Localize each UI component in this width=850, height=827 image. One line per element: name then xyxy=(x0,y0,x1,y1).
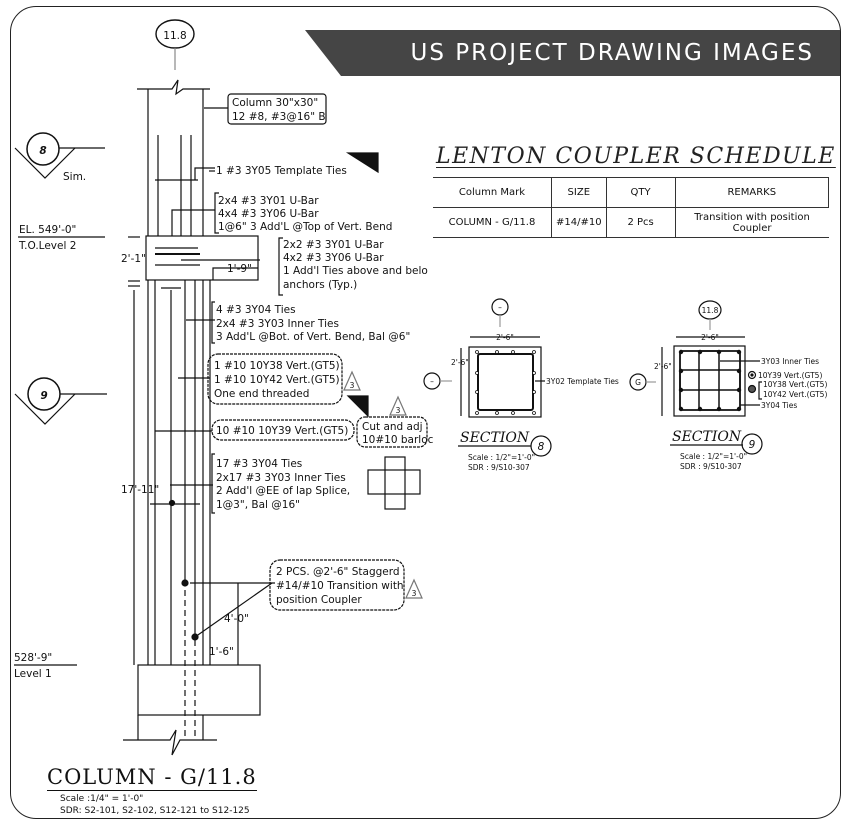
svg-text:T.O.Level 2: T.O.Level 2 xyxy=(18,240,76,252)
svg-text:8: 8 xyxy=(538,441,545,453)
elevation-title: COLUMN - G/11.8 xyxy=(47,765,257,791)
header-cell: SIZE xyxy=(551,177,607,208)
svg-text:10Y42 Vert.(GT5): 10Y42 Vert.(GT5) xyxy=(763,390,827,399)
svg-text:1 Add'l Ties above and belo: 1 Add'l Ties above and belo xyxy=(283,265,428,277)
svg-text:3: 3 xyxy=(412,589,417,598)
svg-text:1@3", Bal @16": 1@3", Bal @16" xyxy=(216,499,300,511)
section-9-drawing: 11.8 G 2'-6" 2'-6" 3Y03 Inner Ties 10Y39… xyxy=(629,300,827,471)
svg-text:2x4 #3 3Y01 U-Bar: 2x4 #3 3Y01 U-Bar xyxy=(218,195,319,207)
svg-text:Sim.: Sim. xyxy=(63,171,86,183)
svg-text:3: 3 xyxy=(396,406,401,415)
svg-text:#14/#10 Transition with: #14/#10 Transition with xyxy=(276,580,404,592)
svg-text:–: – xyxy=(498,303,502,312)
svg-text:1@6" 3 Add'L @Top of Vert. Ben: 1@6" 3 Add'L @Top of Vert. Bend xyxy=(218,221,392,233)
svg-text:4'-0": 4'-0" xyxy=(224,613,249,625)
svg-text:3 Add'L @Bot. of Vert. Bend, B: 3 Add'L @Bot. of Vert. Bend, Bal @6" xyxy=(216,331,410,343)
svg-text:2'-6": 2'-6" xyxy=(496,333,514,342)
svg-text:SECTION: SECTION xyxy=(672,429,742,445)
section-marker-9: 9 xyxy=(14,377,107,425)
banner-title: US PROJECT DRAWING IMAGES xyxy=(410,40,814,66)
svg-text:3Y02 Template Ties: 3Y02 Template Ties xyxy=(546,377,619,386)
svg-text:11.8: 11.8 xyxy=(702,306,719,315)
svg-text:8: 8 xyxy=(39,145,46,157)
header-cell: REMARKS xyxy=(674,177,830,208)
coupler-schedule-table: Column Mark SIZE QTY REMARKS COLUMN - G/… xyxy=(433,177,830,238)
svg-text:9: 9 xyxy=(749,439,756,451)
svg-text:1'-6": 1'-6" xyxy=(209,646,234,658)
svg-text:9: 9 xyxy=(40,390,47,402)
svg-text:10 #10 10Y39 Vert.(GT5): 10 #10 10Y39 Vert.(GT5) xyxy=(216,425,348,437)
svg-text:2 Add'l @EE of lap Splice,: 2 Add'l @EE of lap Splice, xyxy=(216,485,350,497)
schedule-title: LENTON COUPLER SCHEDULE xyxy=(436,144,836,169)
svg-text:2x17 #3 3Y03 Inner Ties: 2x17 #3 3Y03 Inner Ties xyxy=(216,472,346,484)
svg-text:1 #10 10Y42 Vert.(GT5): 1 #10 10Y42 Vert.(GT5) xyxy=(214,374,340,386)
elevation-scale: Scale :1/4" = 1'-0" xyxy=(60,794,144,804)
header-banner: US PROJECT DRAWING IMAGES xyxy=(305,30,840,76)
svg-text:Scale : 1/2"=1'-0": Scale : 1/2"=1'-0" xyxy=(680,452,747,461)
svg-text:Column 30"x30": Column 30"x30" xyxy=(232,97,318,109)
svg-text:11.8: 11.8 xyxy=(163,30,186,42)
table-cell: #14/#10 xyxy=(551,207,607,238)
svg-text:Cut and adj: Cut and adj xyxy=(362,421,423,433)
table-cell: 2 Pcs xyxy=(605,207,676,238)
svg-text:3Y04 Ties: 3Y04 Ties xyxy=(761,401,797,410)
grid-bubble-11-8: 11.8 xyxy=(155,19,195,70)
svg-text:2 PCS. @2'-6" Staggerd: 2 PCS. @2'-6" Staggerd xyxy=(276,566,400,578)
svg-text:G: G xyxy=(635,378,641,387)
svg-text:Scale : 1/2"=1'-0": Scale : 1/2"=1'-0" xyxy=(468,453,535,462)
svg-text:2'-1": 2'-1" xyxy=(121,253,146,265)
svg-text:2'-6": 2'-6" xyxy=(451,358,469,367)
svg-text:12 #8, #3@16" B: 12 #8, #3@16" B xyxy=(232,111,326,123)
svg-text:2'-6": 2'-6" xyxy=(701,333,719,342)
svg-text:3Y03 Inner Ties: 3Y03 Inner Ties xyxy=(761,357,819,366)
svg-text:SDR : 9/S10-307: SDR : 9/S10-307 xyxy=(680,462,742,471)
table-header-row: Column Mark SIZE QTY REMARKS xyxy=(433,177,830,208)
elevation-sdr: SDR: S2-101, S2-102, S12-121 to S12-125 xyxy=(60,806,250,816)
svg-text:Level 1: Level 1 xyxy=(14,668,52,680)
svg-text:–: – xyxy=(430,377,434,386)
svg-text:10#10 barloc: 10#10 barloc xyxy=(362,434,434,446)
table-cell: Transition with position Coupler xyxy=(674,207,829,238)
svg-text:One end threaded: One end threaded xyxy=(214,388,309,400)
table-row: COLUMN - G/11.8 #14/#10 2 Pcs Transition… xyxy=(433,207,829,238)
header-cell: Column Mark xyxy=(433,177,552,208)
table-cell: COLUMN - G/11.8 xyxy=(433,207,552,238)
svg-text:10Y38 Vert.(GT5): 10Y38 Vert.(GT5) xyxy=(763,380,827,389)
elevation-notes: Column 30"x30" 12 #8, #3@16" B 1 #3 3Y05… xyxy=(214,97,434,606)
svg-text:4x4 #3 3Y06 U-Bar: 4x4 #3 3Y06 U-Bar xyxy=(218,208,319,220)
svg-text:SDR : 9/S10-307: SDR : 9/S10-307 xyxy=(468,463,530,472)
svg-text:anchors (Typ.): anchors (Typ.) xyxy=(283,279,357,291)
svg-text:10Y39 Vert.(GT5): 10Y39 Vert.(GT5) xyxy=(758,371,822,380)
svg-text:EL. 549'-0": EL. 549'-0" xyxy=(19,224,76,236)
svg-text:2'-6": 2'-6" xyxy=(654,362,672,371)
svg-text:1 #3 3Y05 Template Ties: 1 #3 3Y05 Template Ties xyxy=(216,165,347,177)
svg-text:3: 3 xyxy=(350,381,355,390)
section-marker-8: 8 Sim. xyxy=(14,132,105,183)
svg-text:1 #10 10Y38 Vert.(GT5): 1 #10 10Y38 Vert.(GT5) xyxy=(214,360,340,372)
svg-text:528'-9": 528'-9" xyxy=(14,652,52,664)
svg-text:SECTION: SECTION xyxy=(460,430,530,446)
svg-text:1'-9": 1'-9" xyxy=(227,263,252,275)
svg-text:4 #3 3Y04 Ties: 4 #3 3Y04 Ties xyxy=(216,304,296,316)
svg-text:4x2 #3 3Y06 U-Bar: 4x2 #3 3Y06 U-Bar xyxy=(283,252,384,264)
svg-text:17'-11": 17'-11" xyxy=(121,484,159,496)
header-cell: QTY xyxy=(605,177,676,208)
svg-text:2x2 #3 3Y01 U-Bar: 2x2 #3 3Y01 U-Bar xyxy=(283,239,384,251)
svg-text:position Coupler: position Coupler xyxy=(276,594,362,606)
svg-text:2x4 #3 3Y03 Inner Ties: 2x4 #3 3Y03 Inner Ties xyxy=(216,318,339,330)
svg-text:17 #3 3Y04 Ties: 17 #3 3Y04 Ties xyxy=(216,458,302,470)
section-8-drawing: – – 2'-6" 2'-6" 3Y02 Template Ties SECTI… xyxy=(423,298,619,472)
